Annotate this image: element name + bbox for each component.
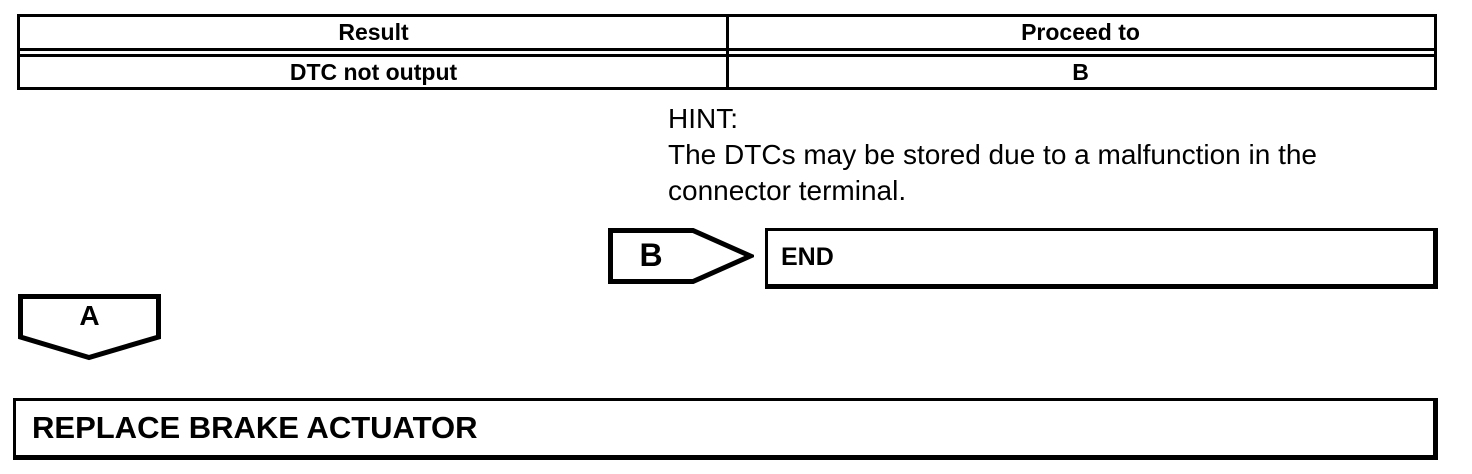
table-column-divider (725, 17, 729, 87)
end-box: END (765, 228, 1438, 289)
proceed-to-cell: B (1072, 58, 1089, 85)
replace-brake-actuator-box: REPLACE BRAKE ACTUATOR (13, 398, 1438, 460)
hint-block: HINT: The DTCs may be stored due to a ma… (668, 101, 1317, 209)
connector-a: A (18, 294, 161, 361)
hint-text-line-1: The DTCs may be stored due to a malfunct… (668, 139, 1317, 170)
table-row: DTC not output B (20, 57, 1434, 87)
hint-text-line-2: connector terminal. (668, 175, 907, 206)
connector-a-shape (18, 294, 161, 361)
result-cell: DTC not output (289, 58, 458, 85)
proceed-to-column-header: Proceed to (1021, 19, 1140, 45)
hint-label: HINT: (668, 103, 738, 134)
connector-b-label: B (639, 236, 663, 273)
result-table: Result Proceed to DTC not output B (17, 14, 1437, 90)
connector-b-shape (608, 228, 754, 284)
replace-brake-actuator-label: REPLACE BRAKE ACTUATOR (32, 410, 478, 445)
result-table-header-row: Result Proceed to (20, 17, 1434, 48)
connector-a-label: A (79, 300, 100, 331)
result-column-header: Result (338, 19, 409, 45)
end-box-label: END (781, 243, 834, 271)
connector-b: B (608, 228, 754, 284)
